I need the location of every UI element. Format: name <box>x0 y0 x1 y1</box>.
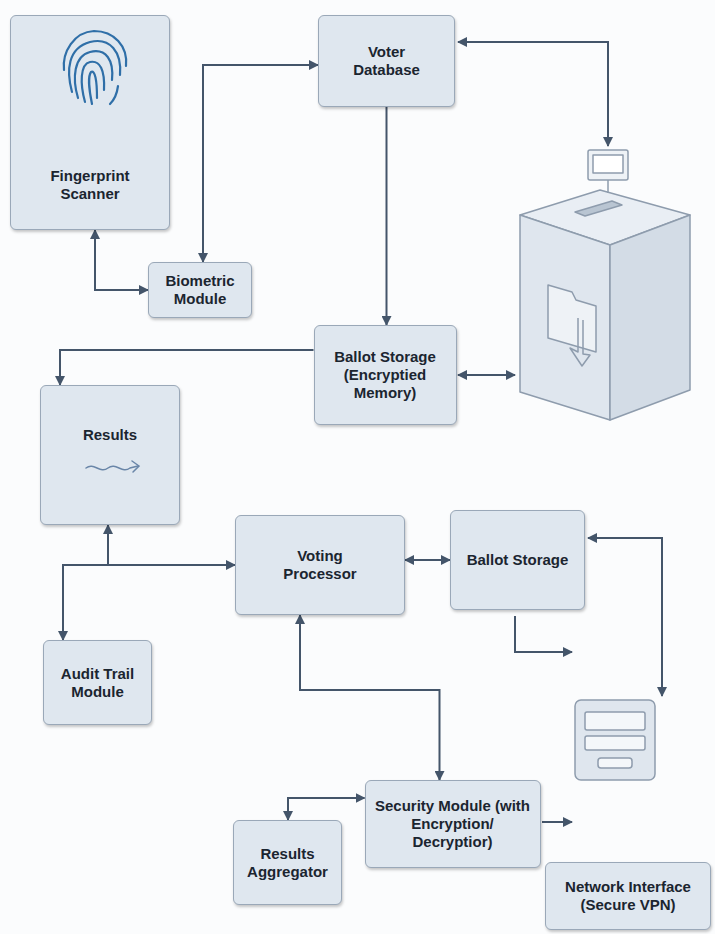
connector <box>405 559 450 561</box>
storage-box: Ballot Storage (Encryptied Memory) <box>314 325 457 425</box>
node-label: Voting Processor <box>265 547 375 583</box>
connector <box>63 525 108 640</box>
node-label: Security Module (with Encryption/ Decryp… <box>374 797 532 851</box>
connector <box>300 615 440 780</box>
voting-machine <box>520 150 690 420</box>
connector <box>60 350 314 385</box>
storage-box: Ballot Storage <box>450 510 585 610</box>
node-label: Audit Trail Module <box>52 665 144 701</box>
node-label: Voter Database <box>339 43 434 79</box>
process-box: Biometric Module <box>148 262 252 318</box>
results-box: Results <box>40 385 180 525</box>
connector <box>203 65 318 262</box>
security-box: Security Module (with Encryption/ Decryp… <box>365 780 541 868</box>
node-label: Results <box>83 426 137 444</box>
node-label: Results Aggregator <box>240 845 335 881</box>
process-box: Voting Processor <box>235 515 405 615</box>
wire <box>458 42 662 822</box>
node-label: Ballot Storage (Encryptied Memory) <box>323 348 448 402</box>
node-label: Ballot Storage <box>467 551 569 569</box>
process-box: Audit Trail Module <box>43 640 152 725</box>
connector <box>95 230 148 290</box>
connector <box>288 798 365 820</box>
node-label: Network Interface (Secure VPN) <box>553 878 703 914</box>
node-label: Fingerprint Scanner <box>35 167 145 203</box>
node-label: Biometric Module <box>155 272 245 308</box>
process-box: Results Aggregator <box>233 820 342 905</box>
connector <box>386 107 388 325</box>
terminal-monitor <box>575 700 655 780</box>
interface-box: Network Interface (Secure VPN) <box>545 862 711 930</box>
scanner-box: Fingerprint Scanner <box>10 15 170 230</box>
connector <box>63 565 235 640</box>
database-box: Voter Database <box>318 15 455 107</box>
